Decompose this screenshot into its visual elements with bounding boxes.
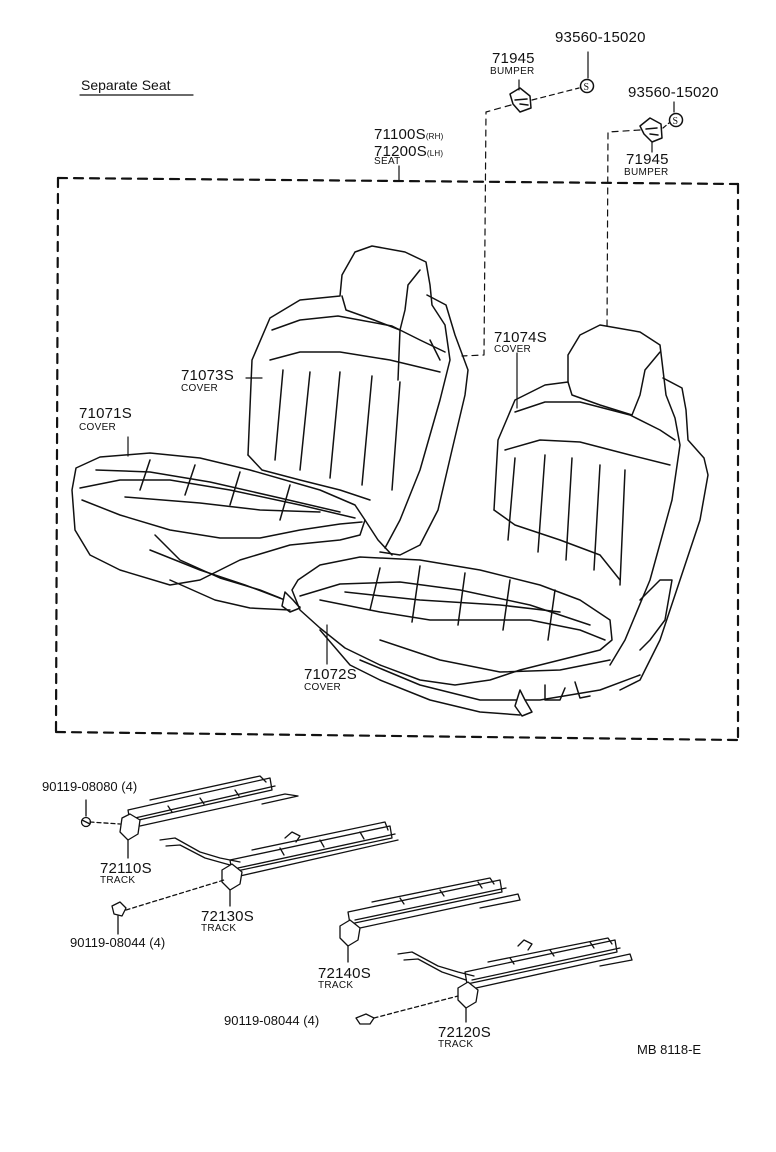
track-72120-drawing xyxy=(355,937,633,1025)
cover-71072-number: 71072S xyxy=(304,666,357,683)
screw-right-icon xyxy=(668,112,684,128)
seat-lh-number: 71200S xyxy=(374,143,427,160)
bumper-top-desc: BUMPER xyxy=(490,66,535,77)
right-seat-drawing xyxy=(291,324,709,717)
seat-rh-suffix: (RH) xyxy=(425,132,444,141)
cover-leaders xyxy=(127,352,518,665)
bumper-top-group: S xyxy=(461,51,595,357)
track-72140-desc: TRACK xyxy=(318,980,354,991)
track-72110-desc: TRACK xyxy=(100,875,136,886)
bolt-90119-08044-label-1: 90119-08044 (4) xyxy=(70,935,166,950)
cover-71072-desc: COVER xyxy=(304,682,342,693)
seat-lh-suffix: (LH) xyxy=(426,149,444,158)
seat-desc: SEAT xyxy=(374,156,401,167)
track-72130-number: 72130S xyxy=(201,908,254,925)
bolt-90119-08080-label: 90119-08080 (4) xyxy=(42,779,138,794)
seat-assembly-frame xyxy=(54,176,740,742)
bumper-right-desc: BUMPER xyxy=(624,167,669,178)
left-seat-drawing xyxy=(71,245,469,613)
track-72120-number: 72120S xyxy=(438,1024,491,1041)
track-72110-drawing xyxy=(80,775,299,859)
bumper-right-number: 71945 xyxy=(626,151,669,168)
bumper-right-group: S xyxy=(606,101,684,331)
cover-71074-number: 71074S xyxy=(494,329,547,346)
bumper-top-number: 71945 xyxy=(492,50,535,67)
bolt-90119-08044-label-2: 90119-08044 (4) xyxy=(224,1013,320,1028)
screw-top-icon xyxy=(579,78,595,94)
track-72130-desc: TRACK xyxy=(201,923,237,934)
svg-text:S: S xyxy=(584,82,590,93)
seat-rh-number: 71100S xyxy=(374,126,426,143)
seat-rh-label: 71100S(RH) xyxy=(374,127,444,142)
cover-71071-desc: COVER xyxy=(79,422,117,433)
bumper-right-icon xyxy=(639,117,663,143)
seat-lh-label: 71200S(LH) xyxy=(374,144,443,159)
track-72140-number: 72140S xyxy=(318,965,371,982)
diagram-title: Separate Seat xyxy=(81,77,171,93)
track-72110-number: 72110S xyxy=(100,860,152,877)
screw-top-label: 93560-15020 xyxy=(555,29,646,46)
cover-71073-number: 71073S xyxy=(181,367,234,384)
track-72140-drawing xyxy=(339,877,521,963)
svg-text:S: S xyxy=(673,116,679,127)
diagram-code: MB 8118-E xyxy=(637,1042,702,1057)
track-72120-desc: TRACK xyxy=(438,1039,474,1050)
cover-71071-number: 71071S xyxy=(79,405,132,422)
cover-71074-desc: COVER xyxy=(494,344,532,355)
track-72130-drawing xyxy=(111,821,399,935)
screw-right-label: 93560-15020 xyxy=(628,84,719,101)
cover-71073-desc: COVER xyxy=(181,383,219,394)
